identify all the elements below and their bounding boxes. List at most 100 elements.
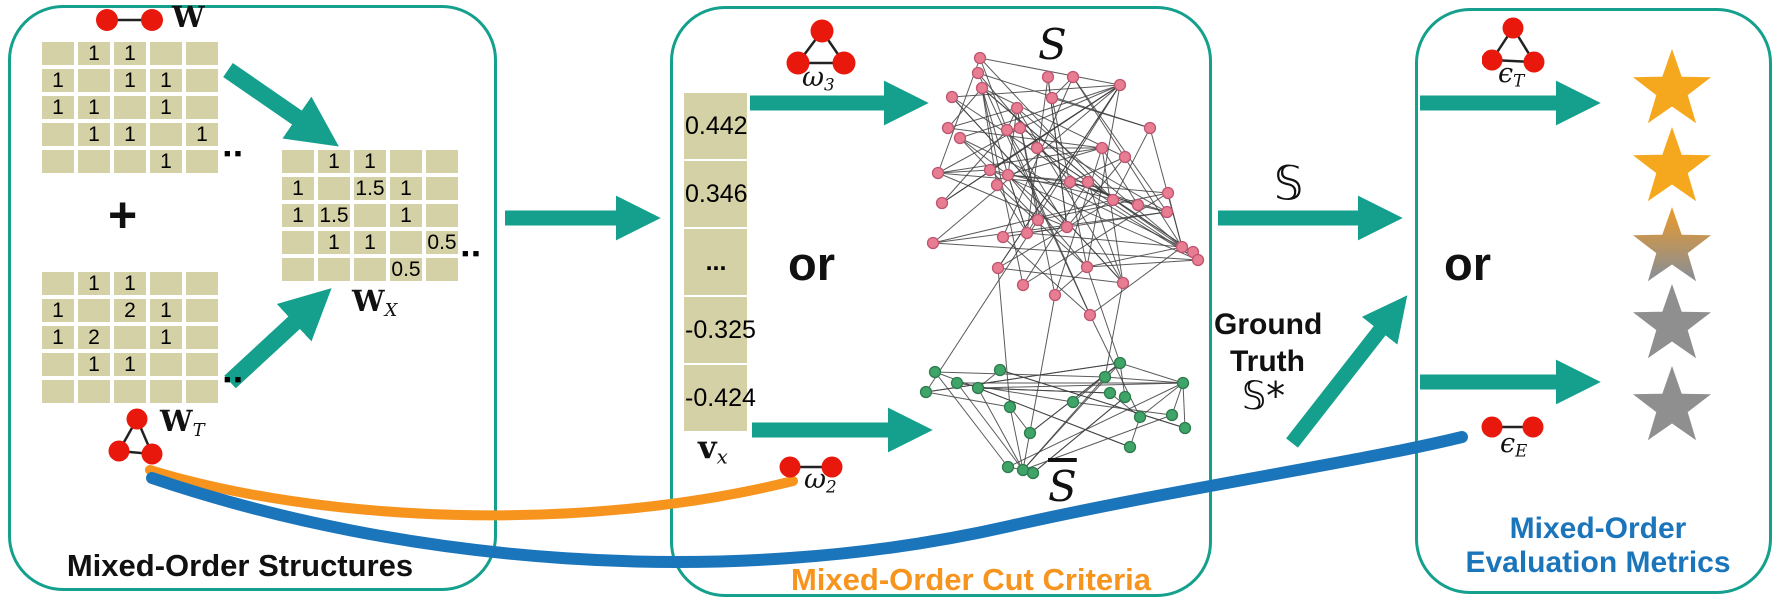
graph-edge — [1182, 382, 1186, 429]
pink-graph-node — [1041, 70, 1055, 84]
graph-edge — [1119, 362, 1184, 384]
matrix-cell: 1 — [150, 96, 182, 119]
green-graph-node — [1001, 460, 1015, 474]
matrix-cell — [186, 42, 218, 65]
green-graph-node — [1066, 395, 1080, 409]
pink-graph-node — [990, 178, 1004, 192]
pink-graph-node — [1020, 226, 1034, 240]
matrix-cell: 1.5 — [318, 203, 350, 227]
metrics-title: Mixed-Order Evaluation Metrics — [1450, 512, 1746, 580]
pink-graph-node — [1081, 175, 1095, 189]
star-4-gray — [1633, 284, 1711, 359]
pink-graph-node — [973, 51, 987, 65]
matrix-cell — [426, 258, 458, 281]
matrix-cell — [282, 150, 314, 173]
graph-edge — [925, 391, 1011, 408]
matrix-cell: 1 — [150, 150, 182, 173]
matrix-cell — [114, 380, 146, 403]
matrix-cell — [42, 272, 74, 295]
pink-graph-node — [1095, 141, 1109, 155]
matrix-cell — [42, 42, 74, 65]
graph-edge — [959, 137, 1183, 248]
graph-edge — [989, 169, 1199, 261]
matrix-cell: 1.5 — [354, 176, 386, 200]
graph-edge — [977, 382, 1184, 389]
matrix-w-ellipsis: ■■ — [224, 148, 246, 160]
matrix-cell: 1 — [150, 299, 182, 322]
pink-graph-node — [1066, 70, 1080, 84]
pink-graph-node — [935, 196, 949, 210]
matrix-cell: 1 — [78, 272, 110, 295]
cluster-graphs — [919, 51, 1205, 480]
green-graph-node — [928, 365, 942, 379]
graph-edge — [1002, 236, 1091, 316]
pink-graph-node — [1001, 168, 1015, 182]
graph-edge — [1109, 392, 1141, 418]
matrix-cell: 1 — [318, 231, 350, 254]
graph-edge — [1007, 174, 1071, 183]
s-set-label: 𝕊 — [1274, 156, 1304, 210]
star-2-gold — [1633, 127, 1711, 202]
pink-graph-node — [1131, 198, 1145, 212]
matrix-cell — [150, 42, 182, 65]
pink-graph-node — [931, 166, 945, 180]
epsilon-t-triangle-motif-icon — [1482, 17, 1545, 73]
arrow-ground-truth — [1286, 295, 1408, 448]
matrix-cell — [282, 231, 314, 254]
pink-graph-node — [1191, 253, 1205, 267]
matrix-cell: 1 — [354, 150, 386, 173]
graph-edge — [1009, 406, 1024, 471]
graph-edge — [1002, 76, 1074, 238]
graph-edge — [1104, 376, 1184, 384]
ground-truth-line2: Truth — [1230, 345, 1305, 378]
pink-graph-node — [1143, 121, 1157, 135]
cut-criteria-box — [670, 6, 1212, 597]
green-graph-node — [993, 363, 1007, 377]
graph-edge — [1037, 192, 1169, 221]
pink-graph-node — [975, 81, 989, 95]
epsilon-e-label: ϵE — [1500, 428, 1528, 461]
matrix-cell — [426, 204, 458, 227]
green-graph-node — [1118, 390, 1132, 404]
matrix-cell: 1 — [354, 231, 386, 254]
pink-graph-node — [1013, 121, 1027, 135]
vector-cell: 0.346 — [684, 161, 748, 227]
graph-edge — [934, 371, 1106, 378]
matrix-cell — [42, 150, 74, 173]
matrix-cell: 1 — [42, 326, 74, 349]
wt-matrix-label: WT — [160, 404, 205, 442]
matrix-cell: 1 — [150, 326, 182, 349]
matrix-cell — [186, 69, 218, 92]
graph-edge — [937, 169, 991, 174]
graph-edge — [941, 129, 1008, 204]
matrix-cell: 1 — [78, 353, 110, 376]
matrix-cell — [186, 150, 218, 173]
graph-edge — [937, 172, 1169, 194]
matrix-cell: 1 — [78, 123, 110, 146]
omega3-label: ω3 — [802, 62, 835, 95]
star-1-gold — [1633, 49, 1711, 124]
matrix-cell — [114, 326, 146, 349]
matrix-cell — [78, 380, 110, 403]
pink-graph-node — [1063, 175, 1077, 189]
matrix-cell: 1 — [186, 123, 218, 146]
pink-graph-node — [1116, 276, 1130, 290]
matrix-cell — [150, 353, 182, 376]
matrix-wt-ellipsis: ■■ — [224, 374, 246, 386]
graph-edge — [1089, 246, 1183, 316]
matrix-cell: 1 — [114, 69, 146, 92]
metrics-title-line1: Mixed-Order — [1509, 512, 1687, 545]
structures-box — [8, 5, 497, 591]
graph-edge — [1019, 84, 1121, 129]
pink-graph-node — [1048, 288, 1062, 302]
pink-graph-node — [1031, 213, 1045, 227]
epsilon-e-edge-motif-icon — [1481, 416, 1544, 438]
metrics-box — [1415, 8, 1772, 594]
matrix-cell: 1 — [78, 96, 110, 119]
pink-graph-node — [1175, 240, 1189, 254]
orange-curve-wt-to-omega2 — [145, 465, 798, 521]
matrix-wx-ellipsis: ■■ — [462, 248, 484, 260]
graph-edge — [941, 84, 1121, 204]
matrix-cell — [318, 258, 350, 281]
